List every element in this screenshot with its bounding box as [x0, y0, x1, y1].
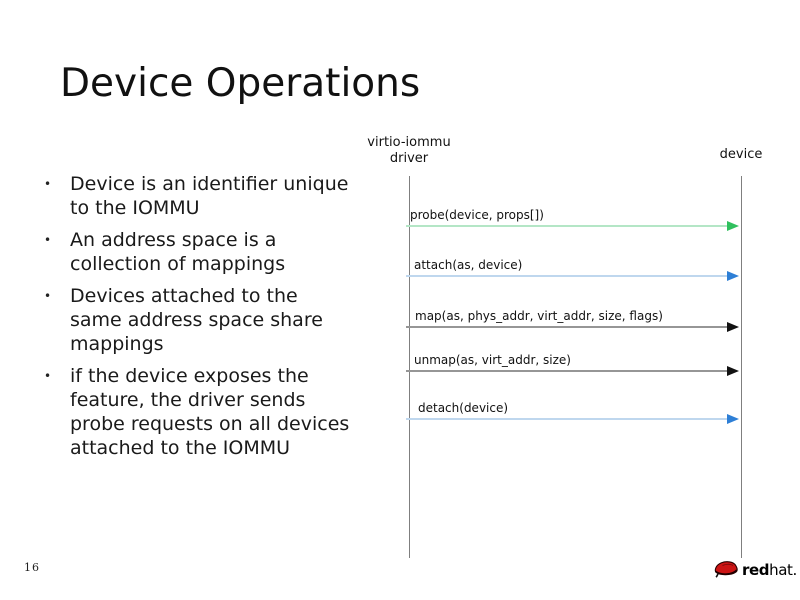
redhat-logo-text: redhat.	[742, 559, 797, 582]
bullet-marker: •	[44, 233, 52, 247]
message-arrowhead-icon	[727, 271, 739, 281]
bullet-item: • Devices attached to the same address sp…	[44, 284, 384, 356]
lifeline-device	[740, 176, 742, 558]
redhat-logo-text-red: red	[742, 561, 770, 579]
bullet-item: • An address space is a collection of map…	[44, 228, 384, 276]
bullet-list: • Device is an identifier unique to the I…	[44, 172, 384, 468]
bullet-marker: •	[44, 369, 52, 383]
message-line	[406, 370, 729, 372]
message-arrowhead-icon	[727, 322, 739, 332]
message-label: attach(as, device)	[414, 258, 523, 272]
message-arrowhead-icon	[727, 221, 739, 231]
redhat-fedora-icon	[714, 561, 738, 578]
message-label: map(as, phys_addr, virt_addr, size, flag…	[415, 309, 663, 323]
bullet-item: • if the device exposes the feature, the …	[44, 364, 384, 460]
bullet-text: An address space is a collection of mapp…	[70, 229, 286, 275]
message-line	[406, 418, 729, 420]
redhat-logo-text-hat: hat.	[769, 561, 797, 579]
redhat-logo: redhat.	[713, 559, 797, 582]
message-line	[406, 326, 729, 328]
bullet-item: • Device is an identifier unique to the I…	[44, 172, 384, 220]
bullet-marker: •	[44, 177, 52, 191]
bullet-text: if the device exposes the feature, the d…	[70, 365, 350, 459]
bullet-text: Devices attached to the same address spa…	[70, 285, 323, 355]
actor-label-device: device	[719, 147, 763, 162]
message-label: detach(device)	[418, 401, 509, 415]
bullet-text: Device is an identifier unique to the IO…	[70, 173, 349, 219]
message-label: probe(device, props[])	[410, 208, 544, 222]
message-label: unmap(as, virt_addr, size)	[414, 353, 571, 367]
bullet-marker: •	[44, 289, 52, 303]
page-number: 16	[24, 561, 40, 574]
message-arrowhead-icon	[727, 414, 739, 424]
message-line	[406, 275, 729, 277]
message-line	[406, 225, 729, 227]
message-arrowhead-icon	[727, 366, 739, 376]
lifeline-virtio-iommu-driver	[408, 176, 410, 558]
slide-title: Device Operations	[60, 61, 421, 106]
actor-label-virtio-iommu-driver: virtio-iommu driver	[367, 135, 451, 166]
